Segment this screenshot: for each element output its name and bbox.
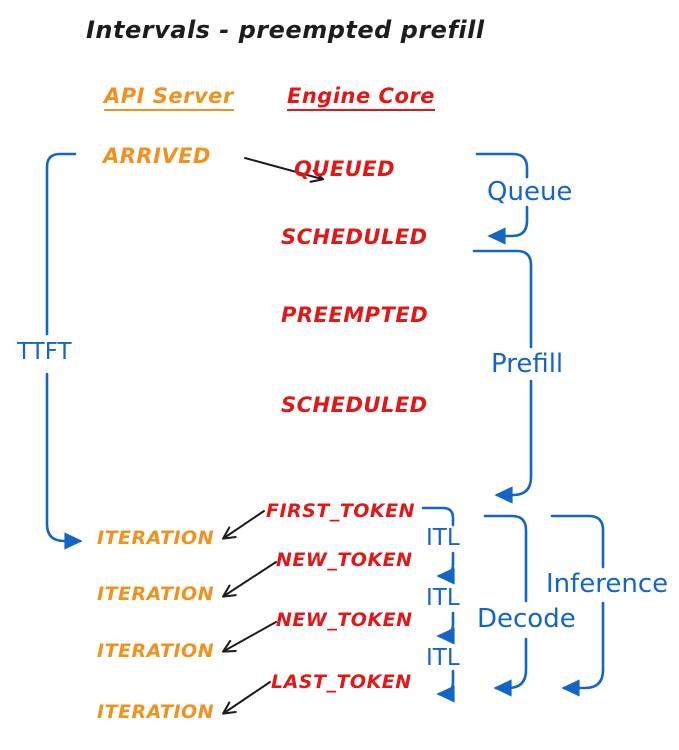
ttft-bracket bbox=[45, 152, 83, 550]
queue-bracket bbox=[475, 152, 529, 245]
event-new-token-1: NEW_TOKEN bbox=[276, 549, 413, 571]
decode-bracket bbox=[483, 514, 528, 697]
prefill-bracket bbox=[472, 249, 533, 504]
interval-queue: Queue bbox=[487, 177, 573, 207]
event-iteration-2: ITERATION bbox=[97, 583, 215, 605]
interval-ttft: TTFT bbox=[17, 339, 72, 365]
event-first-token: FIRST_TOKEN bbox=[266, 500, 416, 522]
event-iteration-1: ITERATION bbox=[97, 527, 215, 549]
itl-bracket-top bbox=[421, 506, 455, 527]
event-preempted: PREEMPTED bbox=[281, 303, 429, 327]
interval-itl-3: ITL bbox=[426, 645, 460, 671]
itl-arrow-1 bbox=[436, 551, 455, 585]
itl-arrow-2 bbox=[436, 611, 455, 645]
diagram-title: Intervals - preempted prefill bbox=[86, 16, 485, 44]
arrow-arrived-queued bbox=[244, 157, 325, 183]
inference-bracket bbox=[550, 514, 605, 697]
event-arrows bbox=[221, 157, 325, 715]
arrow-newtoken1-iteration bbox=[222, 561, 277, 598]
arrow-lasttoken-iteration bbox=[222, 681, 271, 715]
interval-itl-2: ITL bbox=[426, 585, 460, 611]
column-header-engine-core: Engine Core bbox=[287, 86, 435, 111]
event-last-token: LAST_TOKEN bbox=[271, 671, 412, 693]
interval-itl-1: ITL bbox=[426, 525, 460, 551]
itl-brackets bbox=[421, 506, 455, 703]
arrow-firsttoken-iteration bbox=[222, 510, 265, 540]
event-iteration-3: ITERATION bbox=[97, 640, 215, 662]
column-header-api-server: API Server bbox=[104, 86, 234, 111]
event-arrived: ARRIVED bbox=[103, 144, 211, 168]
event-scheduled-1: SCHEDULED bbox=[281, 225, 428, 249]
event-queued: QUEUED bbox=[294, 157, 396, 181]
event-scheduled-2: SCHEDULED bbox=[281, 393, 428, 417]
interval-decode: Decode bbox=[477, 604, 576, 634]
event-new-token-2: NEW_TOKEN bbox=[276, 609, 413, 631]
event-iteration-4: ITERATION bbox=[97, 701, 215, 723]
interval-inference: Inference bbox=[546, 569, 669, 599]
itl-arrow-3 bbox=[436, 669, 455, 703]
interval-prefill: Prefill bbox=[491, 349, 564, 379]
arrow-newtoken2-iteration bbox=[221, 621, 277, 653]
